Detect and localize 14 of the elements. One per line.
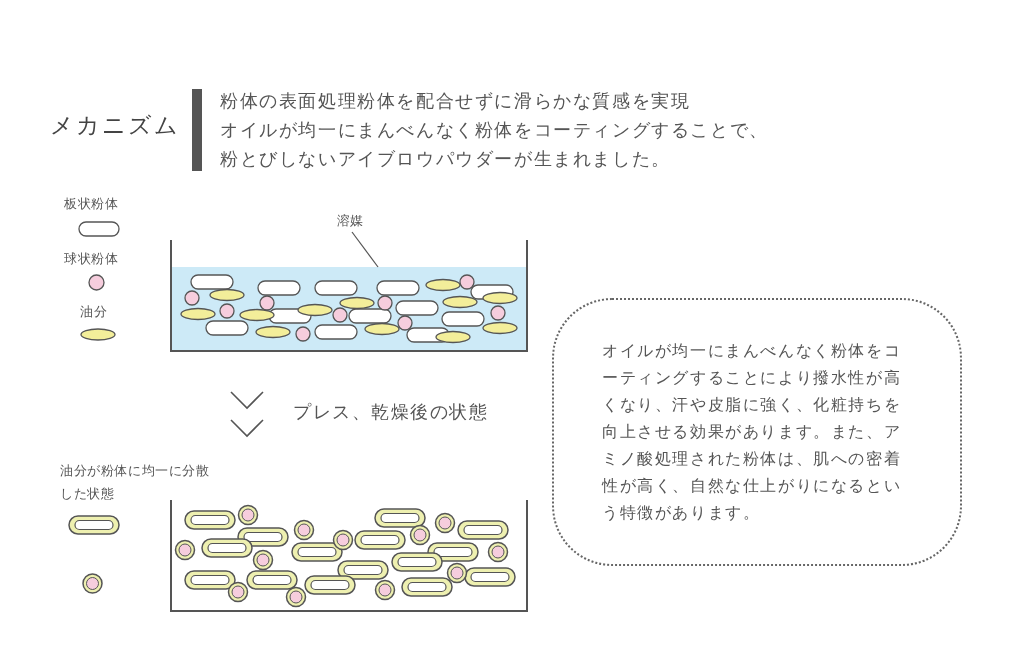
state-description: 油分が粉体に均一に分散した状態: [60, 462, 210, 503]
tray-container: [170, 240, 528, 352]
leader-line: [351, 231, 379, 268]
legend-label: 油分: [80, 303, 109, 321]
note-text: オイルが均一にまんべんなく粉体をコーティングすることにより撥水性が高くなり、汗や皮脂に強く、化粧持ちを向上させる効果があります。また、アミノ酸処理された粉体は、肌への密着性が高く、自然な仕上がりになるという特徴があります。: [602, 340, 903, 524]
solvent-layer: [172, 267, 526, 350]
title: メカニズム: [50, 111, 180, 140]
headline: 粉体の表面処理粉体を配合せずに滑らかな質感を実現: [220, 90, 692, 113]
step-label: プレス、乾燥後の状態: [293, 400, 488, 424]
legend-label: 球状粉体: [64, 250, 120, 268]
solvent-label: 溶媒: [326, 212, 374, 232]
legend-label: 板状粉体: [64, 195, 120, 213]
description-text: オイルが均一にまんべんなく粉体をコーティングすることで、粉とびしないアイブロウパウダーが生まれました。: [220, 119, 770, 171]
note-box: [552, 298, 962, 566]
